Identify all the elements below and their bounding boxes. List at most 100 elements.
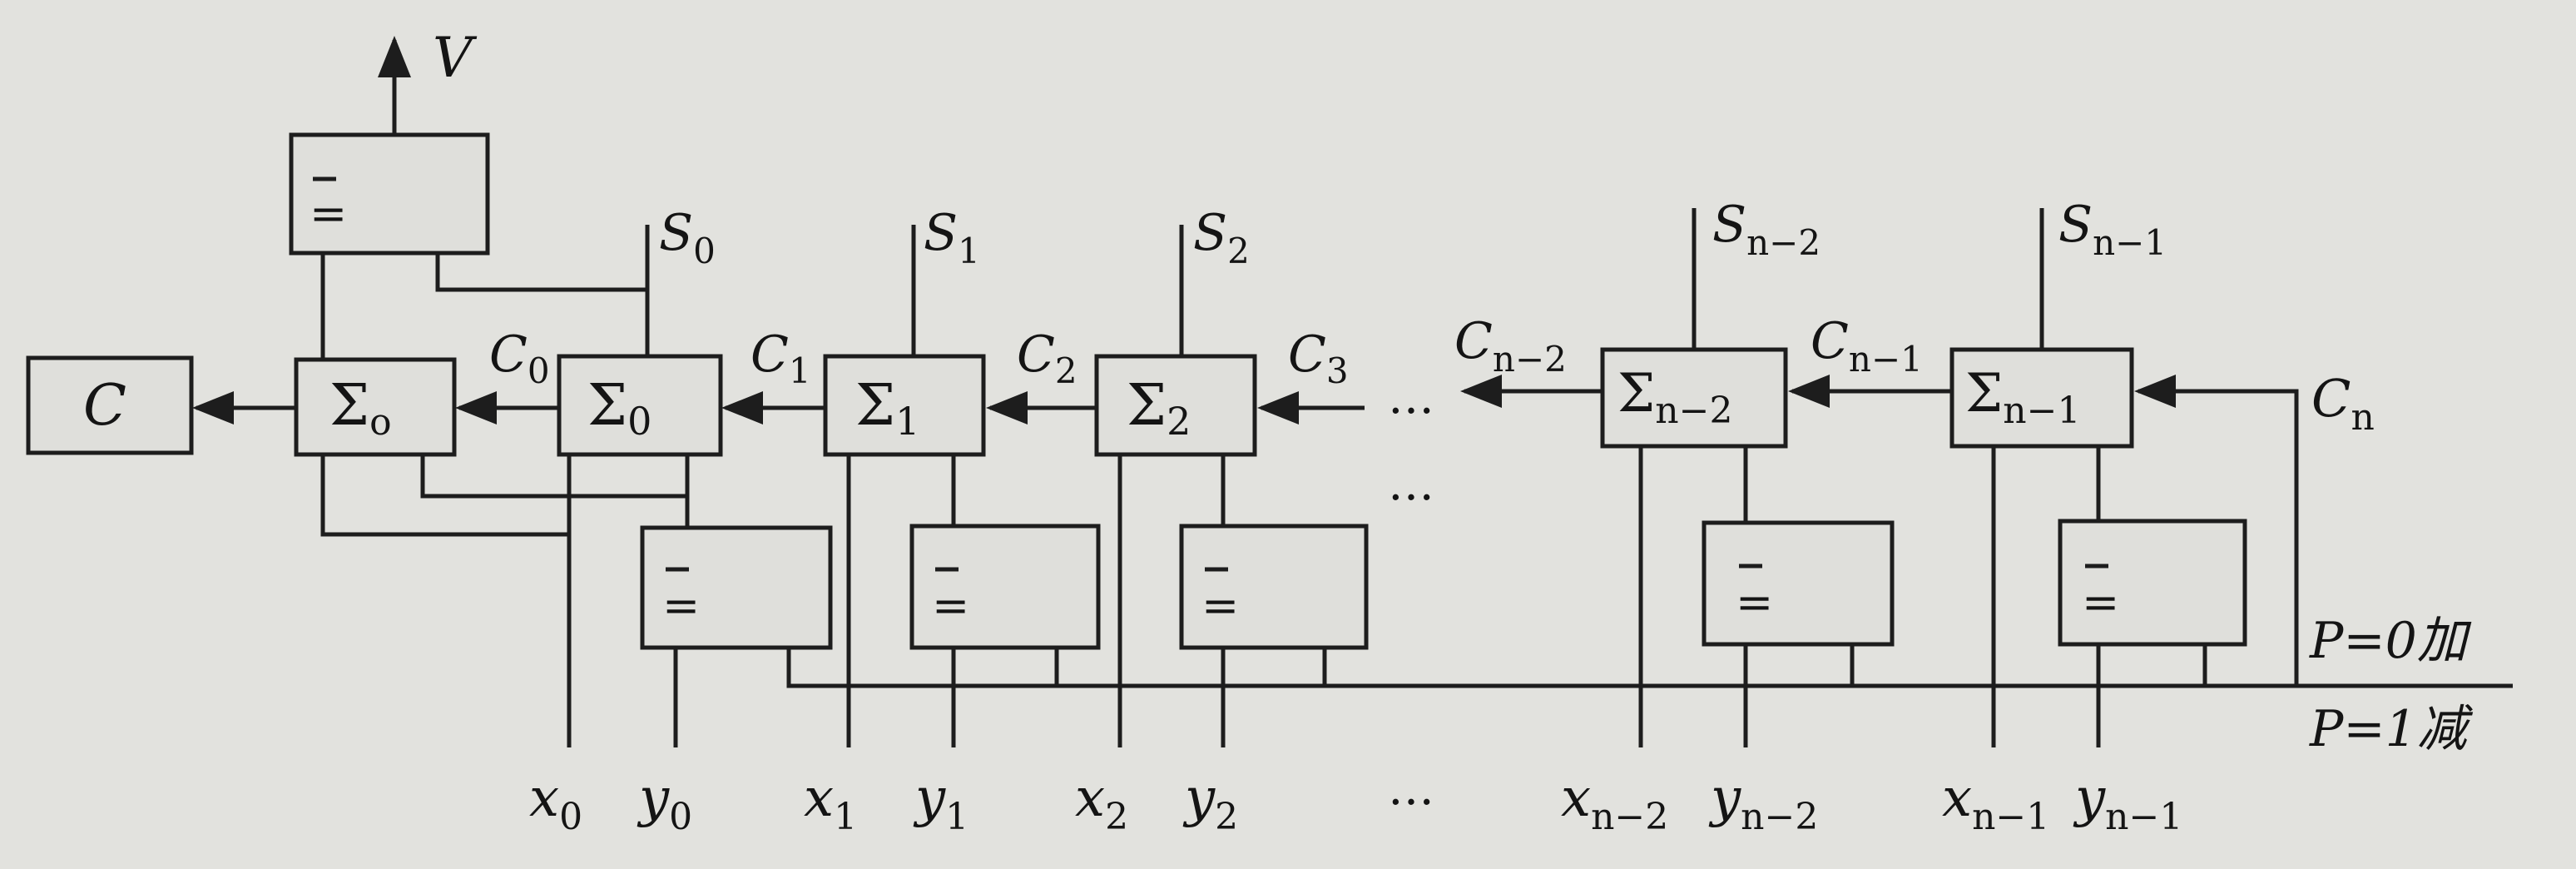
y-subscript: n−2 [1741,796,1818,838]
adder-subscript: 1 [895,399,919,444]
sum-subscript: n−2 [1746,222,1821,263]
overflow-xnor-gate: = [289,132,490,256]
svg-text:Sn−2: Sn−2 [1712,196,1821,263]
mode-sub-label: P=1减 [2309,700,2474,758]
wire [320,454,569,537]
y-label: y [1182,767,1216,829]
carry-label: C [1454,312,1493,370]
svg-text:S2: S2 [1193,204,1250,271]
svg-text:yn−2: yn−2 [1708,767,1818,838]
xnor-symbol: = [932,579,969,632]
svg-text:S1: S1 [924,204,980,271]
sum-subscript: n−1 [2093,222,2167,263]
mode-add-label: P=0加 [2309,612,2472,670]
full-adder-0 [557,354,723,457]
y-subscript: n−1 [2105,796,2182,838]
carry-subscript: 1 [789,350,811,391]
x-label: x [1075,767,1105,829]
svg-text:Cn−2: Cn−2 [1454,312,1567,380]
svg-text:x2: x2 [1075,767,1128,838]
svg-text:S0: S0 [659,204,716,271]
sum-subscript: 0 [693,231,716,271]
carry-subscript: n−2 [1493,339,1567,380]
svg-text:yn−1: yn−1 [2073,767,2182,838]
sum-subscript: 2 [1227,231,1250,271]
x-subscript: 2 [1105,796,1128,838]
sigma-symbol: Σ [1127,373,1167,439]
carry-label: C [1017,325,1055,384]
x-label: x [529,767,559,829]
stage-n-1: Cn−1 Σn−1 Sn−1 = xn−1 yn−1 [1788,196,2247,838]
svg-text:y2: y2 [1182,767,1238,838]
overflow-label: V [433,26,478,90]
svg-text:Cn: Cn [2311,368,2375,439]
xnor-symbol: = [310,187,347,240]
sigma-symbol: Σ [587,373,627,439]
carry-subscript: 3 [1326,350,1349,391]
ellipsis: … [1388,370,1434,425]
svg-text:Σ2: Σ2 [1127,373,1191,444]
sigma-symbol: Σ [329,373,369,439]
svg-text:Σo: Σo [329,373,392,444]
carry-in-subscript: n [2351,396,2374,439]
adder-subscript: 0 [627,399,651,444]
svg-text:xn−1: xn−1 [1942,767,2049,838]
sign-adder: Σo [294,357,457,457]
carry-in-label: C [2311,368,2351,429]
sum-label: S [1193,204,1227,262]
sigma-symbol: Σ [1965,363,2003,425]
svg-text:xn−2: xn−2 [1561,767,1668,838]
stage-2: Σ2 S2 C2 = x2 y2 [986,204,1369,838]
carry-label: C [1811,312,1849,370]
xnor-symbol: = [1201,579,1239,632]
x-subscript: 0 [559,796,582,838]
x-label: x [1942,767,1972,829]
full-adder-2 [1094,354,1257,457]
carry-label: C [751,325,789,384]
carry-out-register: C [26,355,194,455]
x-label: x [1561,767,1591,829]
carry-subscript: 2 [1055,350,1077,391]
xnor-symbol: = [662,579,700,632]
xnor-symbol: = [1736,576,1773,628]
xnor-symbol: = [2082,576,2119,628]
svg-text:Σ0: Σ0 [587,373,651,444]
sum-subscript: 1 [958,231,980,271]
y-label: y [1708,767,1741,829]
sign-adder-subscript: o [369,401,392,444]
wire [420,454,687,499]
y-label: y [637,767,670,829]
carry-subscript: 0 [528,350,550,391]
y-subscript: 2 [1215,796,1238,838]
y-label: y [2073,767,2106,829]
stage-1: Σ1 S1 C1 = x1 y1 [721,204,1101,838]
svg-text:x0: x0 [529,767,582,838]
xnor-gate-n-2 [1702,520,1895,647]
svg-text:Sn−1: Sn−1 [2058,196,2167,263]
carry-out-label: C [83,373,126,439]
sum-label: S [1712,196,1746,254]
sum-label: S [659,204,693,262]
ellipsis: … [1388,457,1434,511]
xnor-gate-n-1 [2058,519,2247,647]
svg-text:C2: C2 [1017,325,1077,391]
adder-subscript: 2 [1167,399,1191,444]
sum-label: S [924,204,958,262]
y-subscript: 0 [669,796,692,838]
stage-n-2: Cn−2 Σn−2 Sn−2 = xn−2 yn−2 [1454,196,1895,838]
xnor-gate-0 [640,525,833,650]
svg-text:y0: y0 [637,767,692,838]
carry-label: C [1288,325,1326,384]
ellipsis: … [1388,762,1434,816]
xnor-gate-1 [909,524,1101,650]
y-subscript: 1 [945,796,968,838]
wire [435,253,647,292]
sigma-symbol: Σ [1617,363,1655,425]
x-subscript: n−1 [1972,796,2049,838]
full-adder-1 [823,354,986,457]
svg-text:y1: y1 [913,767,968,838]
svg-text:C0: C0 [489,325,550,391]
svg-text:Σ1: Σ1 [855,373,919,444]
